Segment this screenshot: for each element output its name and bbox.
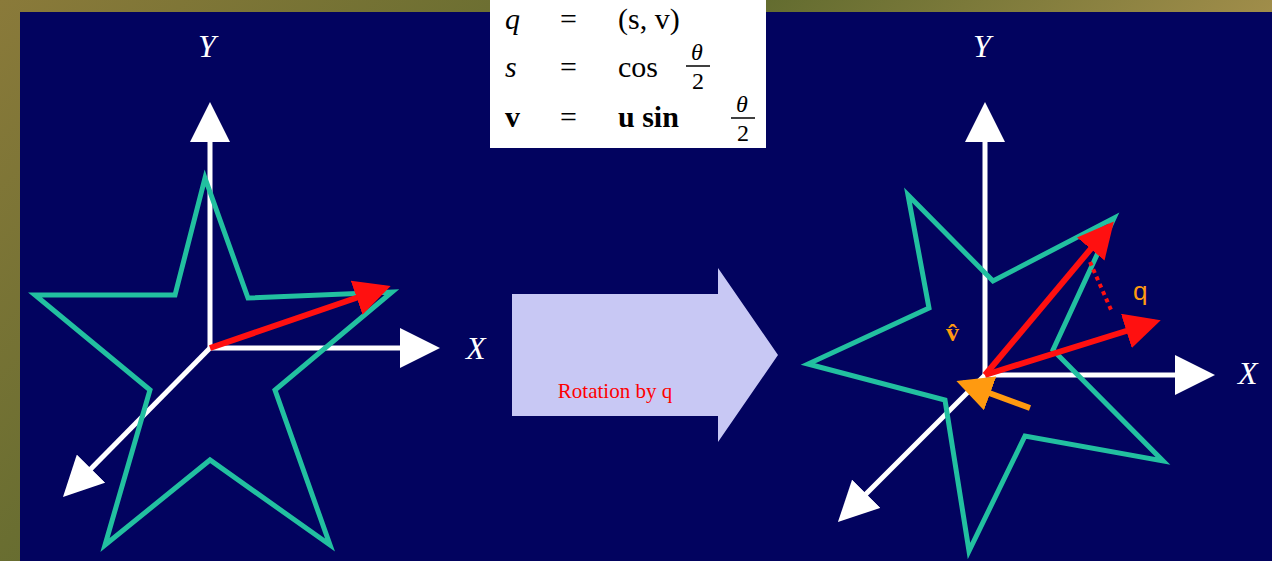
formula-symbol: θ <box>736 92 748 116</box>
formula-symbol: θ <box>691 40 703 64</box>
formula-symbol: = <box>560 4 577 34</box>
formula-symbol: 2 <box>692 69 704 93</box>
axis-label: Y <box>198 30 216 62</box>
block-arrow: Rotation by q <box>512 268 778 442</box>
formula-symbol: v <box>505 102 520 132</box>
formula-term: u sin <box>618 102 679 132</box>
formula-symbol: = <box>560 102 577 132</box>
formula-symbol: 2 <box>737 121 749 145</box>
axis-label: Y <box>973 30 991 62</box>
block-arrow-shape <box>512 268 778 442</box>
formula-term: (s, v) <box>618 4 680 34</box>
axis-label: X <box>466 332 486 364</box>
quaternion-label: q <box>1133 278 1147 304</box>
formula-symbol: q <box>505 4 520 34</box>
vector-label: v̂ <box>946 320 959 346</box>
formula-symbol: s <box>505 52 517 82</box>
formula-term: cos <box>618 52 658 82</box>
axis-label: X <box>1238 357 1258 389</box>
formula-symbol: = <box>560 52 577 82</box>
arrow-label: Rotation by q <box>558 381 672 402</box>
